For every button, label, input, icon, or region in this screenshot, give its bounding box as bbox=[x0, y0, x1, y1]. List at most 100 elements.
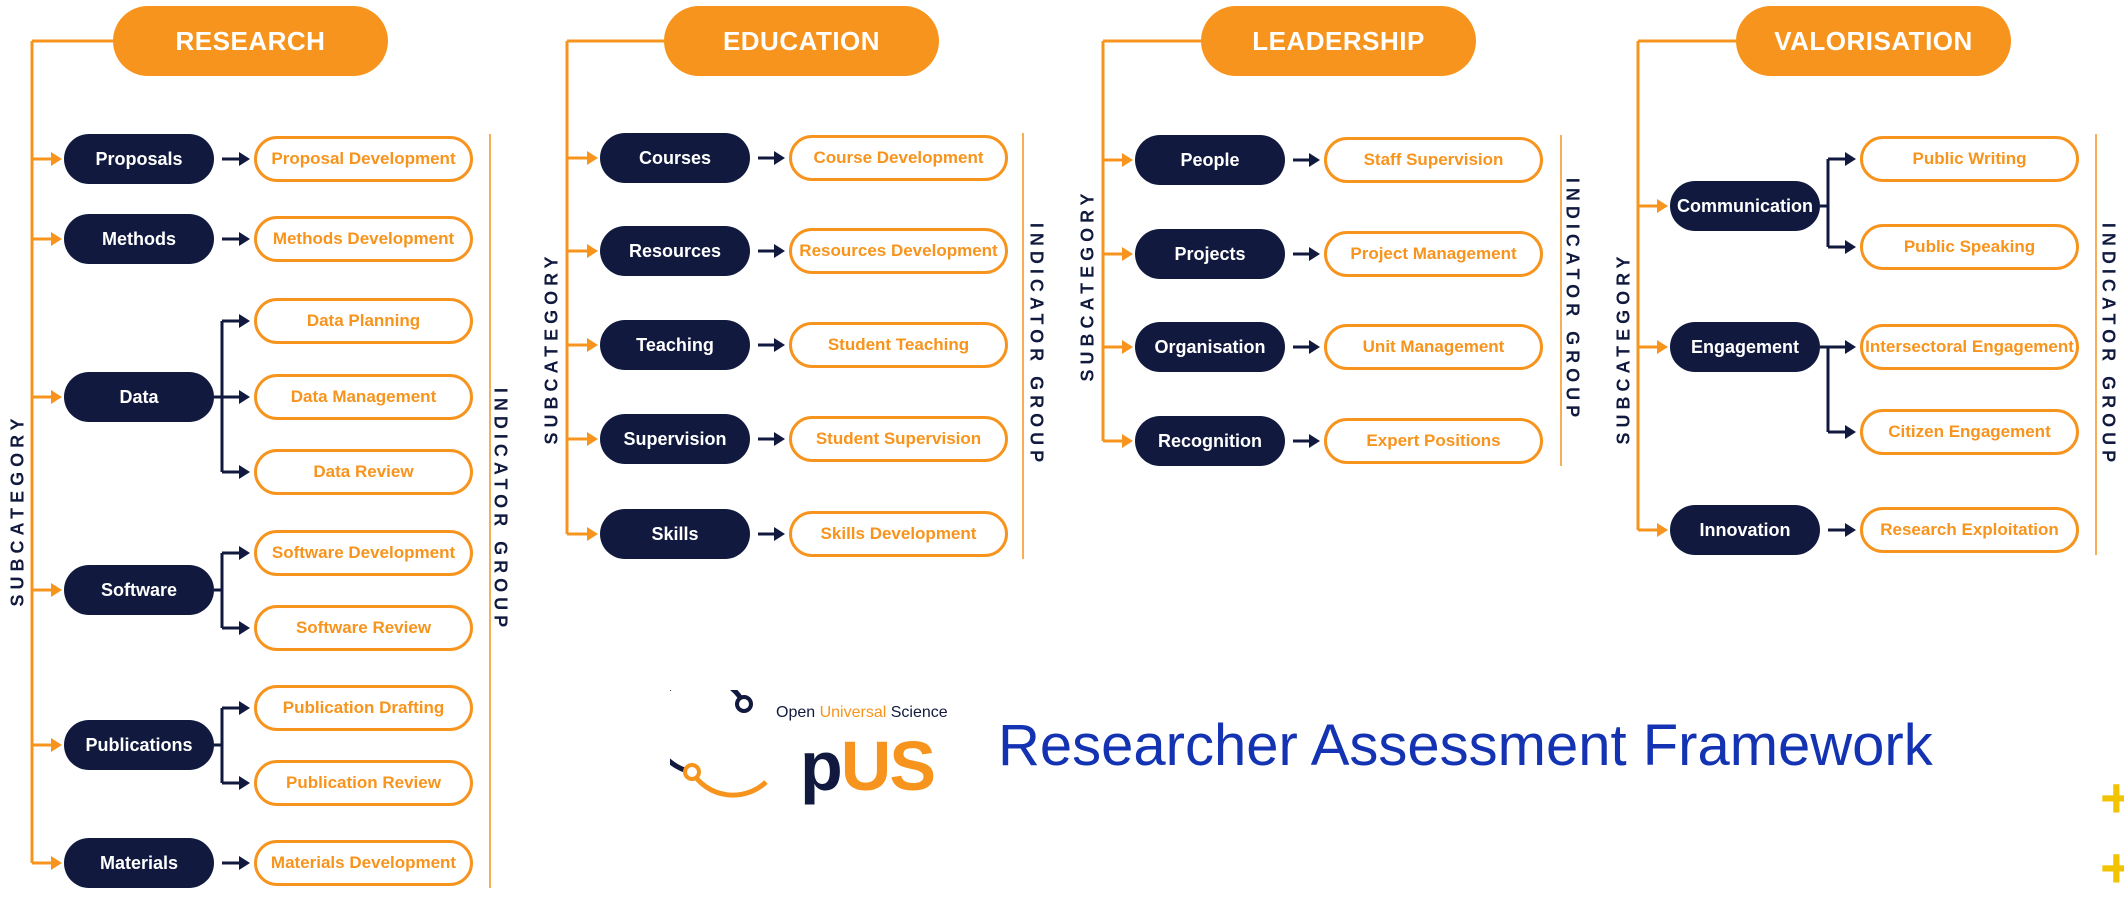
navy-arrow-icon bbox=[774, 151, 785, 165]
indicator-public-speaking[interactable]: Public Speaking bbox=[1860, 224, 2079, 270]
indicator-staff-supervision[interactable]: Staff Supervision bbox=[1324, 137, 1543, 183]
indicator-expert-positions[interactable]: Expert Positions bbox=[1324, 418, 1543, 464]
orange-arrow-icon bbox=[587, 151, 598, 165]
orange-arrow-icon bbox=[51, 232, 62, 246]
navy-arrow-icon bbox=[1309, 247, 1320, 261]
navy-arrow-icon bbox=[1845, 240, 1856, 254]
indicator-group-label: INDICATOR GROUP bbox=[1026, 222, 1047, 468]
orange-arrow-icon bbox=[1122, 434, 1133, 448]
logo-wordmark: pUS bbox=[800, 727, 936, 805]
subcategory-communication[interactable]: Communication bbox=[1670, 181, 1820, 231]
indicator-proposal-development[interactable]: Proposal Development bbox=[254, 136, 473, 182]
indicator-publication-drafting[interactable]: Publication Drafting bbox=[254, 685, 473, 731]
navy-arrow-icon bbox=[1309, 340, 1320, 354]
indicator-citizen-engagement[interactable]: Citizen Engagement bbox=[1860, 409, 2079, 455]
subcategory-label: SUBCATEGORY bbox=[1613, 251, 1634, 445]
indicator-group-label: INDICATOR GROUP bbox=[1562, 177, 1583, 423]
indicator-data-management[interactable]: Data Management bbox=[254, 374, 473, 420]
orange-arrow-icon bbox=[1657, 523, 1668, 537]
navy-arrow-icon bbox=[1845, 340, 1856, 354]
indicator-skills-development[interactable]: Skills Development bbox=[789, 511, 1008, 557]
navy-arrow-icon bbox=[239, 152, 250, 166]
subcategory-engagement[interactable]: Engagement bbox=[1670, 322, 1820, 372]
navy-arrow-icon bbox=[239, 465, 250, 479]
indicator-software-development[interactable]: Software Development bbox=[254, 530, 473, 576]
indicator-group-label: INDICATOR GROUP bbox=[2098, 222, 2119, 468]
orange-arrow-icon bbox=[1657, 340, 1668, 354]
subcategory-label: SUBCATEGORY bbox=[1077, 188, 1098, 382]
orange-arrow-icon bbox=[587, 244, 598, 258]
subcategory-courses[interactable]: Courses bbox=[600, 133, 750, 183]
subcategory-people[interactable]: People bbox=[1135, 135, 1285, 185]
orange-arrow-icon bbox=[1122, 247, 1133, 261]
navy-arrow-icon bbox=[1309, 434, 1320, 448]
indicator-public-writing[interactable]: Public Writing bbox=[1860, 136, 2079, 182]
orange-arrow-icon bbox=[587, 527, 598, 541]
category-education[interactable]: EDUCATION bbox=[664, 6, 939, 76]
indicator-student-supervision[interactable]: Student Supervision bbox=[789, 416, 1008, 462]
indicator-resources-development[interactable]: Resources Development bbox=[789, 228, 1008, 274]
navy-arrow-icon bbox=[239, 856, 250, 870]
indicator-course-development[interactable]: Course Development bbox=[789, 135, 1008, 181]
navy-arrow-icon bbox=[239, 621, 250, 635]
subcategory-teaching[interactable]: Teaching bbox=[600, 320, 750, 370]
navy-arrow-icon bbox=[1845, 425, 1856, 439]
orange-arrow-icon bbox=[1122, 153, 1133, 167]
subcategory-materials[interactable]: Materials bbox=[64, 838, 214, 888]
navy-arrow-icon bbox=[239, 701, 250, 715]
navy-arrow-icon bbox=[239, 390, 250, 404]
indicator-software-review[interactable]: Software Review bbox=[254, 605, 473, 651]
orange-arrow-icon bbox=[1122, 340, 1133, 354]
indicator-materials-development[interactable]: Materials Development bbox=[254, 840, 473, 886]
subcategory-skills[interactable]: Skills bbox=[600, 509, 750, 559]
plus-decoration-bottom: + bbox=[2100, 836, 2124, 899]
indicator-unit-management[interactable]: Unit Management bbox=[1324, 324, 1543, 370]
subcategory-resources[interactable]: Resources bbox=[600, 226, 750, 276]
subcategory-label: SUBCATEGORY bbox=[7, 413, 28, 607]
orange-arrow-icon bbox=[51, 856, 62, 870]
navy-arrow-icon bbox=[239, 546, 250, 560]
category-leadership[interactable]: LEADERSHIP bbox=[1201, 6, 1476, 76]
indicator-group-label: INDICATOR GROUP bbox=[490, 387, 511, 633]
subcategory-recognition[interactable]: Recognition bbox=[1135, 416, 1285, 466]
subcategory-organisation[interactable]: Organisation bbox=[1135, 322, 1285, 372]
orange-arrow-icon bbox=[51, 583, 62, 597]
indicator-data-planning[interactable]: Data Planning bbox=[254, 298, 473, 344]
framework-title: Researcher Assessment Framework bbox=[998, 713, 1933, 778]
navy-arrow-icon bbox=[774, 432, 785, 446]
subcategory-supervision[interactable]: Supervision bbox=[600, 414, 750, 464]
subcategory-innovation[interactable]: Innovation bbox=[1670, 505, 1820, 555]
navy-arrow-icon bbox=[239, 314, 250, 328]
subcategory-publications[interactable]: Publications bbox=[64, 720, 214, 770]
navy-arrow-icon bbox=[774, 338, 785, 352]
subcategory-methods[interactable]: Methods bbox=[64, 214, 214, 264]
orange-arrow-icon bbox=[587, 432, 598, 446]
logo-tagline: Open Universal Science bbox=[776, 704, 948, 721]
orange-arrow-icon bbox=[51, 152, 62, 166]
navy-arrow-icon bbox=[239, 776, 250, 790]
indicator-student-teaching[interactable]: Student Teaching bbox=[789, 322, 1008, 368]
footer: Open Universal Science pUS Researcher As… bbox=[670, 690, 1970, 830]
subcategory-proposals[interactable]: Proposals bbox=[64, 134, 214, 184]
orange-arrow-icon bbox=[51, 738, 62, 752]
orange-arrow-icon bbox=[587, 338, 598, 352]
indicator-intersectoral-engagement[interactable]: Intersectoral Engagement bbox=[1860, 324, 2079, 370]
indicator-publication-review[interactable]: Publication Review bbox=[254, 760, 473, 806]
subcategory-data[interactable]: Data bbox=[64, 372, 214, 422]
navy-arrow-icon bbox=[774, 527, 785, 541]
category-valorisation[interactable]: VALORISATION bbox=[1736, 6, 2011, 76]
subcategory-projects[interactable]: Projects bbox=[1135, 229, 1285, 279]
subcategory-label: SUBCATEGORY bbox=[541, 251, 562, 445]
navy-arrow-icon bbox=[774, 244, 785, 258]
navy-arrow-icon bbox=[239, 232, 250, 246]
opus-logo-icon bbox=[670, 690, 768, 798]
navy-arrow-icon bbox=[1845, 152, 1856, 166]
category-research[interactable]: RESEARCH bbox=[113, 6, 388, 76]
indicator-research-exploitation[interactable]: Research Exploitation bbox=[1860, 507, 2079, 553]
subcategory-software[interactable]: Software bbox=[64, 565, 214, 615]
orange-arrow-icon bbox=[51, 390, 62, 404]
indicator-data-review[interactable]: Data Review bbox=[254, 449, 473, 495]
indicator-project-management[interactable]: Project Management bbox=[1324, 231, 1543, 277]
indicator-methods-development[interactable]: Methods Development bbox=[254, 216, 473, 262]
